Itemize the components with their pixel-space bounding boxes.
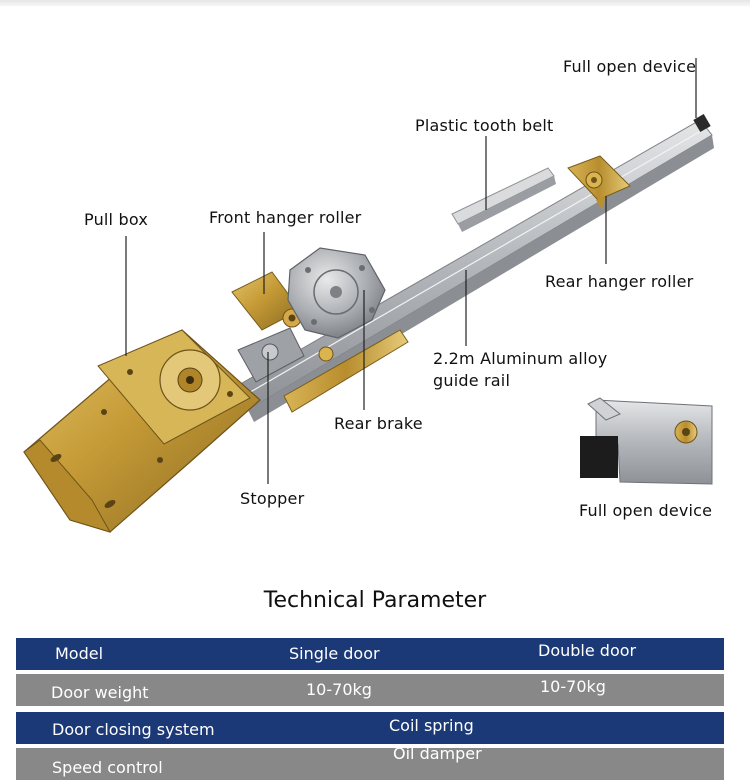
rear-hanger-roller [567, 155, 631, 210]
full-open-device-inset [580, 397, 713, 485]
leader-lines [125, 58, 697, 484]
label-guide-rail-line1: 2.2m Aluminum alloy [433, 349, 608, 368]
header-single-door: Single door [289, 644, 380, 663]
full-open-device-end [693, 113, 711, 133]
row-door-closing-label: Door closing system [52, 720, 215, 739]
label-plastic-tooth-belt: Plastic tooth belt [415, 116, 554, 135]
row-speed-control-value: Oil damper [393, 744, 482, 763]
header-double-door: Double door [538, 641, 637, 660]
table-row: Door weight 10-70kg 10-70kg [16, 674, 724, 706]
label-stopper: Stopper [240, 489, 305, 508]
table-row: Door closing system Coil spring [16, 712, 724, 744]
label-front-hanger-roller: Front hanger roller [209, 208, 362, 227]
table-header-row: Model Single door Double door [16, 638, 724, 670]
label-pull-box: Pull box [84, 210, 149, 229]
label-guide-rail-line2: guide rail [433, 371, 511, 390]
table-row: Speed control Oil damper [16, 744, 724, 780]
row-door-closing-value: Coil spring [389, 716, 474, 735]
row-door-weight-label: Door weight [51, 683, 149, 702]
rear-brake [283, 247, 409, 413]
label-rear-hanger-roller: Rear hanger roller [545, 272, 694, 291]
top-strip [0, 0, 750, 6]
label-full-open-device-bottom: Full open device [579, 501, 713, 520]
header-model: Model [55, 644, 104, 663]
row-speed-control-label: Speed control [52, 758, 163, 777]
row-door-weight-double: 10-70kg [540, 677, 606, 696]
plastic-tooth-belt [451, 167, 556, 232]
stopper [237, 327, 305, 383]
label-rear-brake: Rear brake [334, 414, 423, 433]
pull-box [23, 329, 261, 533]
row-door-weight-single: 10-70kg [306, 680, 372, 699]
label-full-open-device-top: Full open device [563, 57, 697, 76]
product-photo [23, 58, 714, 533]
section-title: Technical Parameter [263, 588, 487, 613]
